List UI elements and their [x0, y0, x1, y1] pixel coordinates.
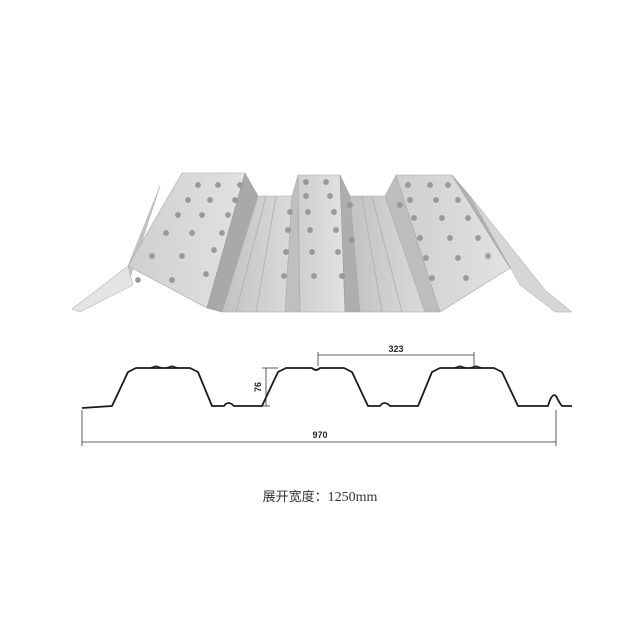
- crest-stiffeners: [149, 365, 483, 369]
- dimension-cover-width: [81, 410, 557, 446]
- dimension-pitch: [317, 352, 475, 366]
- sheet-left-lip: [71, 265, 134, 313]
- profile-outline: [81, 367, 572, 409]
- unfolded-width-value: 1250mm: [327, 490, 378, 505]
- dimension-height: [262, 367, 278, 407]
- dimension-cover-width-label: 970: [312, 430, 327, 440]
- unfolded-width-label: 展开宽度：: [262, 490, 328, 505]
- unfolded-width-caption: 展开宽度：1250mm: [0, 486, 640, 506]
- embossment-dots: [135, 179, 491, 283]
- dimension-pitch-label: 323: [388, 344, 403, 354]
- dimension-height-label: 76: [253, 382, 263, 392]
- sheet-right-lip: [469, 195, 573, 313]
